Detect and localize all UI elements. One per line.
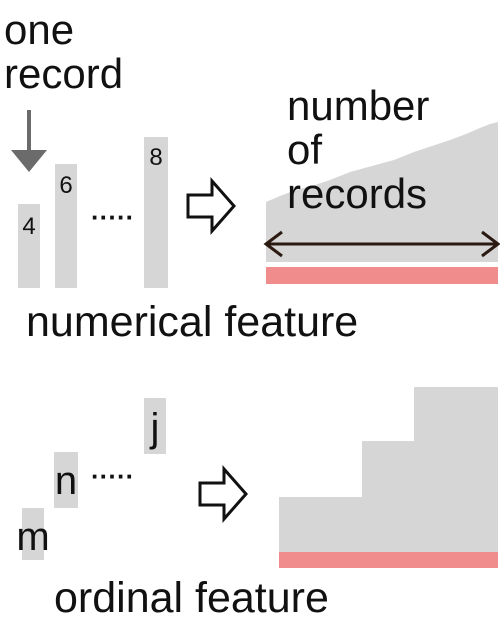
down-arrow-icon (11, 110, 47, 172)
ordinal-item-j-label: j (150, 406, 160, 450)
record-bar-6 (55, 164, 77, 288)
double-headed-arrow-icon (263, 230, 500, 258)
record-bar-label-4: 4 (22, 213, 35, 240)
ordinal-item-m-label: m (16, 515, 49, 559)
right-outline-arrow-icon (186, 177, 236, 235)
staircase-step-3 (414, 387, 498, 552)
record-bar-label-8: 8 (149, 144, 162, 171)
staircase-step-1 (279, 497, 362, 552)
ordinal-ellipsis: ····· (91, 461, 134, 491)
record-bar-8 (144, 137, 168, 288)
one-record-label-line2: record (4, 50, 123, 97)
number-of-records-line3: records (287, 170, 427, 217)
number-of-records-line2: of (287, 126, 322, 173)
ordinal-range-bar (279, 552, 498, 568)
ordinal-item-n-label: n (55, 459, 77, 503)
right-outline-arrow-icon (198, 465, 248, 523)
record-bar-4 (18, 204, 40, 288)
number-of-records-line1: number (287, 82, 429, 129)
bars-ellipsis: ····· (91, 202, 134, 232)
sorted-distribution-area (266, 122, 498, 262)
numerical-feature-caption: numerical feature (26, 298, 358, 346)
ordinal-item-j-box (144, 398, 166, 454)
staircase-step-2 (362, 441, 414, 552)
numerical-range-bar (266, 267, 498, 284)
ordinal-item-n-box (54, 452, 78, 508)
ordinal-item-m-box (22, 508, 44, 560)
record-bar-label-6: 6 (59, 172, 72, 199)
one-record-label-line1: one (4, 6, 74, 53)
ordinal-feature-caption: ordinal feature (54, 574, 329, 622)
